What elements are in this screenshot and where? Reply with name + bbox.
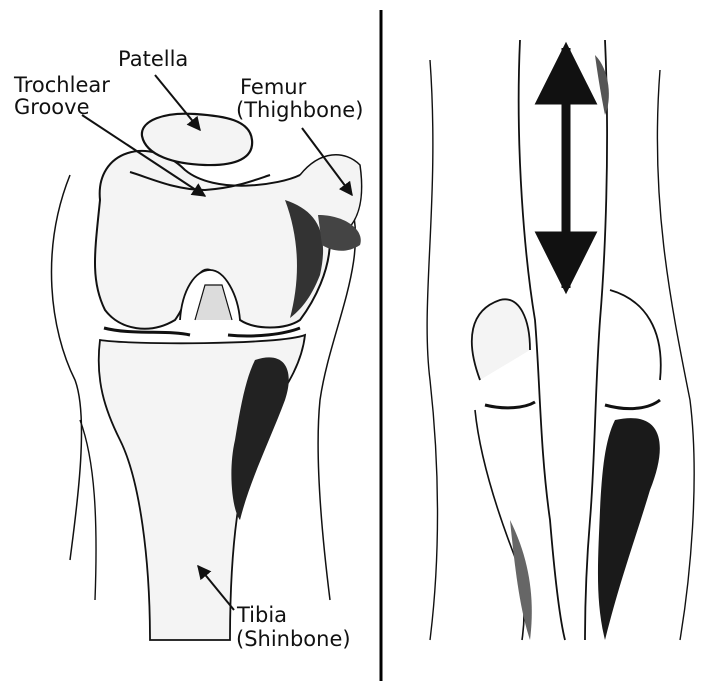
side-meniscus-left [485, 402, 535, 408]
trochlear-groove-label-line1: Trochlear [14, 74, 110, 97]
side-leg-left-outline [427, 60, 437, 640]
side-femur-right-condyle [610, 290, 661, 380]
side-view-panel [427, 40, 694, 640]
trochlear-groove-label-line2: Groove [14, 96, 90, 119]
side-tibia-shadow [598, 418, 660, 640]
side-fibula-shade [510, 520, 532, 640]
side-leg-right-outline [657, 70, 694, 640]
patella-label: Patella [118, 48, 188, 71]
side-femur-left-condyle [472, 299, 530, 380]
femur-label-line1: Femur [240, 76, 306, 99]
meniscus-line-right [228, 328, 300, 336]
outer-leg-left-outline [51, 175, 81, 560]
fibula-outline [80, 420, 96, 600]
front-view-panel [51, 114, 361, 640]
side-tibia-left [475, 410, 524, 640]
side-meniscus-right [605, 400, 660, 409]
tibia-label-line1: Tibia [237, 604, 287, 627]
tibia-label-line2: (Shinbone) [236, 628, 351, 651]
femur-label-line2: (Thighbone) [236, 99, 363, 122]
